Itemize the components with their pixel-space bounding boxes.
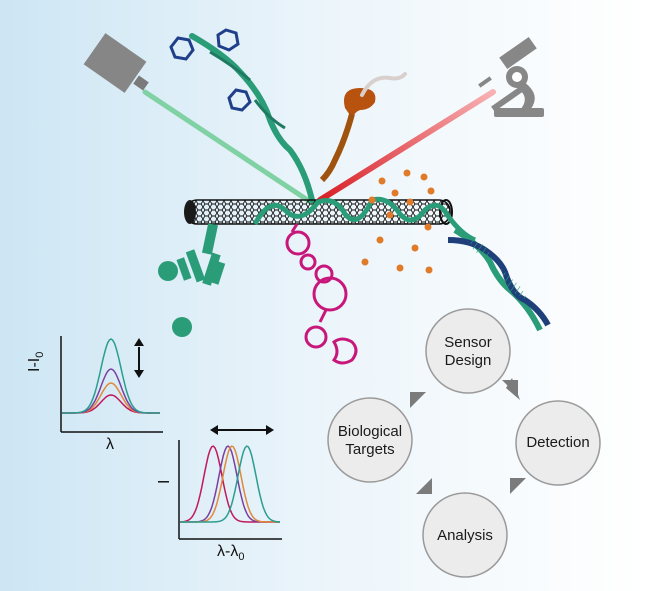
cycle-node-analysis	[422, 492, 508, 578]
cycle-label-analysis: Analysis	[437, 527, 493, 544]
plot2-y-label: I	[156, 479, 173, 484]
horizontal-double-arrow-icon	[210, 425, 274, 435]
plot1-y-label-sub: 0	[34, 351, 47, 358]
carbon-nanotube	[184, 199, 453, 225]
cycle-label-sensor-design: Sensor Design	[444, 334, 492, 369]
pink-molecule-chain	[285, 223, 358, 365]
plot1-curves	[62, 338, 160, 414]
shift-plot	[178, 425, 282, 540]
plot2-curves	[179, 445, 281, 523]
dna-strand-top	[189, 33, 315, 203]
orange-dots	[361, 169, 435, 274]
plot2-x-label: λ-λ0	[217, 543, 244, 563]
arrow-left-down-icon-2	[510, 478, 526, 494]
green-laser-beam	[142, 89, 318, 208]
plot1-curve	[62, 338, 160, 414]
antibody-icon	[158, 223, 226, 337]
dna-double-helix	[447, 227, 551, 332]
arrow-head-1	[506, 378, 520, 400]
cycle-arrows	[410, 378, 526, 494]
cycle-label-detection: Detection	[526, 434, 590, 451]
cycle-node-detection	[515, 400, 601, 486]
intensity-plot	[60, 336, 163, 433]
plot2-x-label-sub: 0	[238, 551, 245, 564]
plot2-x-label-main: λ-λ	[217, 543, 239, 560]
fluorophore-icon	[319, 72, 407, 183]
cycle-node-sensor-design	[425, 308, 511, 394]
plot1-y-label: I-I0	[26, 352, 46, 372]
cycle-diagram	[327, 308, 601, 578]
plot2-curve	[180, 445, 281, 523]
plot1-x-label: λ	[106, 436, 114, 453]
arrow-left-up-icon-3	[416, 478, 432, 494]
red-laser-beam	[317, 89, 496, 203]
microscope-icon	[478, 36, 544, 117]
cycle-label-biological-targets: Biological Targets	[337, 423, 403, 458]
laser-source-icon	[83, 33, 149, 93]
plot1-y-label-main: I-I	[26, 357, 43, 372]
cycle-node-biological-targets	[327, 397, 413, 483]
vertical-double-arrow-icon	[134, 338, 144, 378]
hexagon-molecules	[169, 28, 252, 112]
dna-strand-top-shade	[209, 50, 286, 130]
arrow-right-up-icon-4	[410, 392, 426, 408]
